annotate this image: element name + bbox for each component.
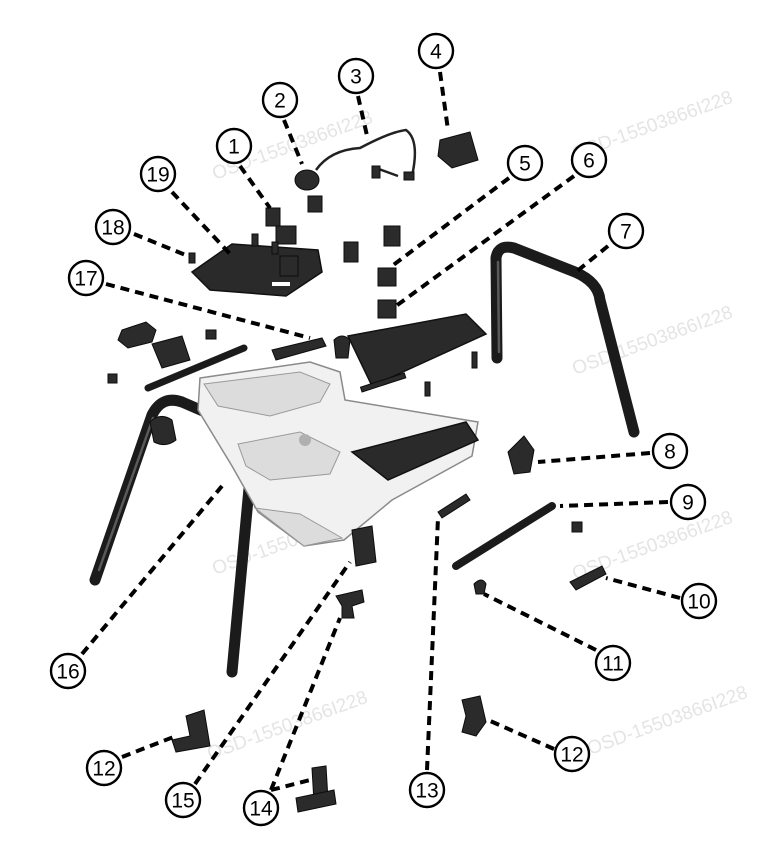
leader-13 — [425, 517, 440, 771]
leader-19 — [170, 190, 234, 258]
callout-19-label: 19 — [146, 164, 169, 187]
leader-lines — [80, 71, 681, 792]
watermark: OSD-15503866I228 — [205, 687, 371, 765]
callout-12-right-label: 12 — [560, 744, 583, 767]
callout-12-right: 12 — [553, 735, 591, 773]
part-6-rear-deck-plate — [346, 313, 488, 397]
floor-plate-right — [350, 421, 480, 481]
leader-6 — [394, 174, 576, 308]
watermark: OSD-15503866I228 — [570, 302, 736, 380]
callout-10: 10 — [680, 582, 718, 620]
callout-18: 18 — [94, 208, 132, 246]
callout-3: 3 — [337, 57, 375, 95]
part-10-bracket — [569, 565, 607, 591]
callout-11-label: 11 — [602, 653, 624, 676]
callout-19: 19 — [139, 155, 177, 193]
callout-14-label: 14 — [249, 798, 273, 821]
leader-10 — [605, 576, 681, 600]
left-bracket-parts — [107, 321, 248, 392]
callout-3-label: 3 — [350, 66, 362, 89]
callout-15: 15 — [164, 781, 202, 819]
callout-8-label: 8 — [664, 441, 676, 464]
part-11-nut — [473, 579, 487, 595]
callout-4: 4 — [417, 32, 455, 70]
callout-6-label: 6 — [583, 150, 595, 173]
callout-13: 13 — [408, 771, 446, 809]
leader-8 — [537, 451, 651, 464]
leader-18 — [133, 232, 189, 258]
part-14-tee-upper — [335, 589, 365, 619]
watermark: OSD-15503866I228 — [585, 682, 751, 760]
callout-17: 17 — [67, 259, 105, 297]
leader-14-upper — [269, 617, 342, 791]
leader-3 — [356, 95, 370, 141]
callout-9-label: 9 — [682, 492, 694, 515]
callout-17-label: 17 — [74, 268, 97, 291]
part-nub — [571, 521, 583, 533]
part-17-lever — [271, 335, 351, 361]
part-18-clip — [188, 252, 196, 264]
callout-16-label: 16 — [56, 661, 79, 684]
part-14-tee-lower-foot — [295, 789, 337, 813]
leader-5 — [390, 176, 511, 268]
leader-12b — [487, 718, 555, 751]
leader-7 — [574, 244, 610, 274]
parts-layer — [89, 128, 640, 813]
callout-5-label: 5 — [519, 153, 531, 176]
callout-8: 8 — [651, 432, 689, 470]
part-1-bracket — [251, 207, 299, 277]
callout-18-label: 18 — [101, 217, 124, 240]
callout-6: 6 — [570, 141, 608, 179]
leader-1 — [238, 164, 272, 210]
callout-10-label: 10 — [687, 591, 710, 614]
leader-17 — [105, 282, 311, 340]
callout-2: 2 — [261, 81, 299, 119]
part-12-tee-left — [171, 709, 211, 753]
part-7-right-hoop — [490, 241, 640, 438]
callout-11: 11 — [594, 644, 632, 682]
leader-4 — [438, 71, 450, 131]
part-8-tee-fitting — [507, 435, 535, 475]
callout-1: 1 — [215, 127, 253, 165]
callout-14: 14 — [242, 789, 280, 827]
leader-11 — [483, 592, 597, 652]
callout-15-label: 15 — [171, 790, 194, 813]
part-15-sleeve — [351, 525, 377, 567]
callout-9: 9 — [669, 483, 707, 521]
callout-7: 7 — [607, 212, 645, 250]
part-2-connector — [294, 169, 323, 213]
callout-1-label: 1 — [228, 136, 240, 159]
leader-14-lower — [270, 778, 311, 792]
callout-4-label: 4 — [430, 41, 442, 64]
part-3-wire-harness — [314, 128, 417, 181]
leader-15 — [193, 560, 352, 786]
part-5-brackets — [343, 225, 401, 319]
leader-2 — [282, 119, 304, 165]
part-13-strip — [437, 493, 471, 519]
callout-16: 16 — [49, 652, 87, 690]
part-12-tee-right — [461, 695, 487, 737]
callout-2-label: 2 — [274, 90, 286, 113]
callout-13-label: 13 — [415, 780, 438, 803]
part-19-front-panel-plate — [190, 243, 323, 297]
leader-16 — [80, 484, 224, 656]
callouts: 1 2 3 4 5 6 7 8 9 10 11 12 12 13 14 15 1… — [49, 32, 718, 827]
callout-12-left: 12 — [85, 749, 123, 787]
callout-5: 5 — [506, 144, 544, 182]
callout-12-left-label: 12 — [92, 758, 115, 781]
leader-12a — [121, 734, 177, 759]
part-4-control-module — [437, 131, 479, 169]
tub-body — [197, 361, 479, 547]
part-9-cross-bar — [452, 502, 556, 570]
leader-9 — [559, 500, 669, 508]
callout-7-label: 7 — [620, 221, 632, 244]
